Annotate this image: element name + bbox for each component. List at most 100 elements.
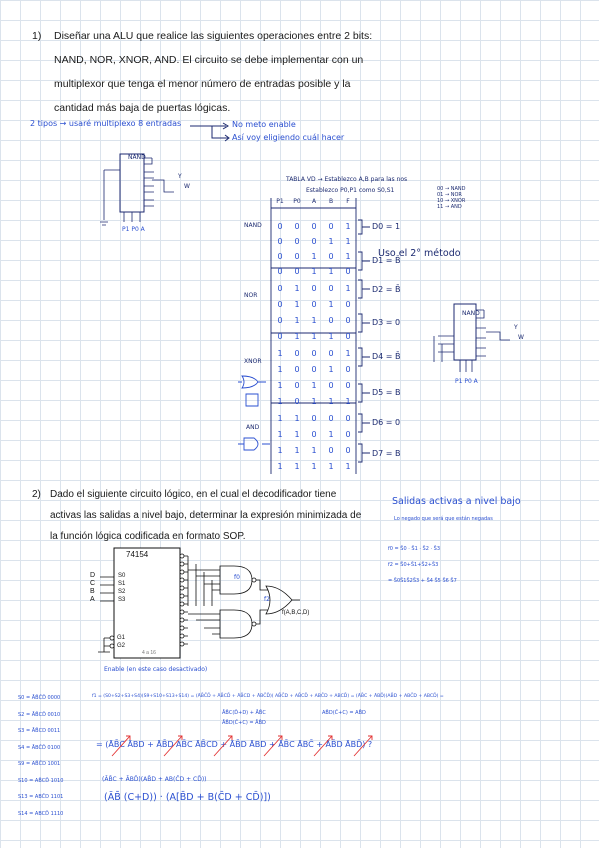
- truth-table-cell: 0: [294, 349, 300, 358]
- truth-table-cell: 0: [328, 381, 334, 390]
- circuit-output-label: f(A,B,C,D): [282, 610, 310, 616]
- question-1-line-1: 1)Diseñar una ALU que realice las siguie…: [32, 24, 572, 48]
- op-0: 00 → NAND: [437, 186, 466, 192]
- truth-table-cell: 0: [294, 397, 300, 406]
- result-d7: D7 = B: [372, 449, 401, 458]
- truth-table-cell: 1: [328, 332, 334, 341]
- derivation-line-1: f1 = (S0+S2+S3+S4)(S9+S10+S13+S14) = (ĀB…: [92, 694, 444, 699]
- truth-table-cell: 1: [345, 349, 351, 358]
- truth-table-cell: 1: [277, 462, 283, 471]
- note-subtitulo: Lo negado que será que están negadas: [394, 516, 493, 522]
- truth-table-cell: 0: [311, 349, 317, 358]
- minterm-1: S2 = ĀB̄CD̄ 0010: [18, 711, 61, 718]
- minterm-0: S0 = ĀB̄C̄D̄ 0000: [18, 695, 61, 701]
- truth-table-header-2: A: [311, 198, 317, 205]
- truth-table-cell: 1: [311, 316, 317, 325]
- truth-table-cell: 1: [345, 237, 351, 246]
- note-establezco: Establezco P0,P1 como S0,S1: [306, 187, 395, 194]
- op-2: 10 → XNOR: [437, 198, 466, 204]
- truth-table-cell: 0: [345, 414, 351, 423]
- question-1: 1)Diseñar una ALU que realice las siguie…: [32, 24, 572, 120]
- note-metodo: Uso el 2° método: [378, 248, 461, 259]
- decoder-inputs: D C B A: [90, 572, 95, 604]
- truth-table-cell: 1: [277, 446, 283, 455]
- truth-table-cell: 0: [311, 430, 317, 439]
- truth-table-cell: 0: [328, 316, 334, 325]
- truth-table-cell: 1: [277, 381, 283, 390]
- question-1-line-4: cantidad más baja de puertas lógicas.: [54, 102, 231, 114]
- truth-table-cell: 1: [294, 414, 300, 423]
- mux-drawing-left: [100, 153, 174, 226]
- truth-table-cell: 0: [277, 222, 283, 231]
- group-and: AND: [246, 424, 260, 431]
- truth-table-cell: 1: [345, 222, 351, 231]
- result-d3: D3 = 0: [372, 318, 401, 327]
- note-ops: 00 → NAND 01 → NOR 10 → XNOR 11 → AND: [437, 186, 465, 210]
- derivation-sub-1: ĀB̄C(D̄+D) + ĀB̄C: [222, 710, 266, 716]
- truth-table-cell: 0: [277, 284, 283, 293]
- truth-table-header-1: P0: [293, 198, 301, 205]
- truth-table-cell: 1: [277, 414, 283, 423]
- sel-s1: S1: [118, 581, 126, 587]
- truth-table-cell: 0: [328, 349, 334, 358]
- truth-table-cell: 0: [345, 332, 351, 341]
- mux-left-nand-label: NAND: [128, 154, 146, 161]
- truth-table-cell: 1: [294, 446, 300, 455]
- sel-s2: S2: [118, 589, 126, 595]
- truth-table-cell: 1: [277, 365, 283, 374]
- note-enable: Enable (en este caso desactivado): [104, 666, 208, 673]
- op-3: 11 → AND: [437, 204, 462, 210]
- mux-left-y: Y: [178, 173, 182, 180]
- truth-table-cell: 0: [277, 267, 283, 276]
- result-d1: D1 = B̄: [372, 256, 401, 265]
- derivation-sub-2: ĀB̄D(C̄+C) = ĀB̄D: [222, 720, 266, 726]
- truth-table-cell: 1: [311, 381, 317, 390]
- truth-table-cell: 0: [328, 446, 334, 455]
- truth-table-cell: 1: [294, 284, 300, 293]
- note-f2: f2 = S̄0+S̄1+S̄2+S̄3: [388, 562, 439, 568]
- truth-table-cell: 0: [328, 252, 334, 261]
- note-elijo: Así voy eligiendo cuál hacer: [232, 133, 345, 142]
- minterm-2: S3 = ĀB̄CD 0011: [18, 728, 61, 734]
- truth-table-header-0: P1: [276, 198, 284, 205]
- mux-left-w: W: [184, 183, 190, 190]
- truth-table-cell: 0: [277, 237, 283, 246]
- truth-table-cell: 1: [345, 284, 351, 293]
- truth-table-cell: 1: [328, 462, 334, 471]
- decoder-selects: S0 S1 S2 S3: [118, 572, 125, 604]
- truth-table-cell: 1: [277, 397, 283, 406]
- question-2-line-3: la función lógica codificada en formato …: [50, 531, 246, 542]
- minterm-6: S13 = ABC̄D 1101: [18, 794, 64, 800]
- sel-s3: S3: [118, 597, 126, 603]
- truth-table-cell: 0: [328, 284, 334, 293]
- truth-table-cell: 1: [345, 397, 351, 406]
- truth-table-cell: 0: [311, 365, 317, 374]
- question-2: 2)Dado el siguiente circuito lógico, en …: [32, 484, 572, 547]
- minterm-list: S0 = ĀB̄C̄D̄ 0000 S2 = ĀB̄CD̄ 0010 S3 = …: [18, 690, 63, 822]
- result-d5: D5 = B: [372, 388, 401, 397]
- truth-table-header-4: F: [346, 198, 350, 205]
- minterm-7: S14 = ABCD̄ 1110: [18, 810, 64, 817]
- truth-table-cell: 0: [345, 300, 351, 309]
- strike-marks: [111, 735, 373, 757]
- minterm-3: S4 = ĀBC̄D̄ 0100: [18, 744, 61, 751]
- truth-table-cell: 0: [345, 365, 351, 374]
- truth-table-cell: 1: [345, 252, 351, 261]
- truth-table-cell: 1: [311, 332, 317, 341]
- gate-f2-label: f2: [264, 596, 270, 603]
- question-1-line-3: multiplexor que tenga el menor número de…: [54, 78, 351, 90]
- truth-table-cell: 1: [345, 462, 351, 471]
- input-a: A: [90, 596, 95, 603]
- truth-table-header-3: B: [328, 198, 334, 205]
- decoder-chip-label: 74154: [126, 550, 149, 559]
- truth-table-cell: 1: [328, 397, 334, 406]
- gate-g2: G2: [117, 643, 126, 649]
- truth-table-cell: 1: [294, 430, 300, 439]
- truth-table-cell: 1: [311, 252, 317, 261]
- gate-g1: G1: [117, 635, 126, 641]
- mux-right-nand-label: NAND: [462, 310, 480, 317]
- truth-table-cell: 0: [294, 365, 300, 374]
- truth-table-cell: 0: [311, 284, 317, 293]
- gate-f0-label: f0: [234, 574, 240, 581]
- input-c: C: [90, 580, 96, 587]
